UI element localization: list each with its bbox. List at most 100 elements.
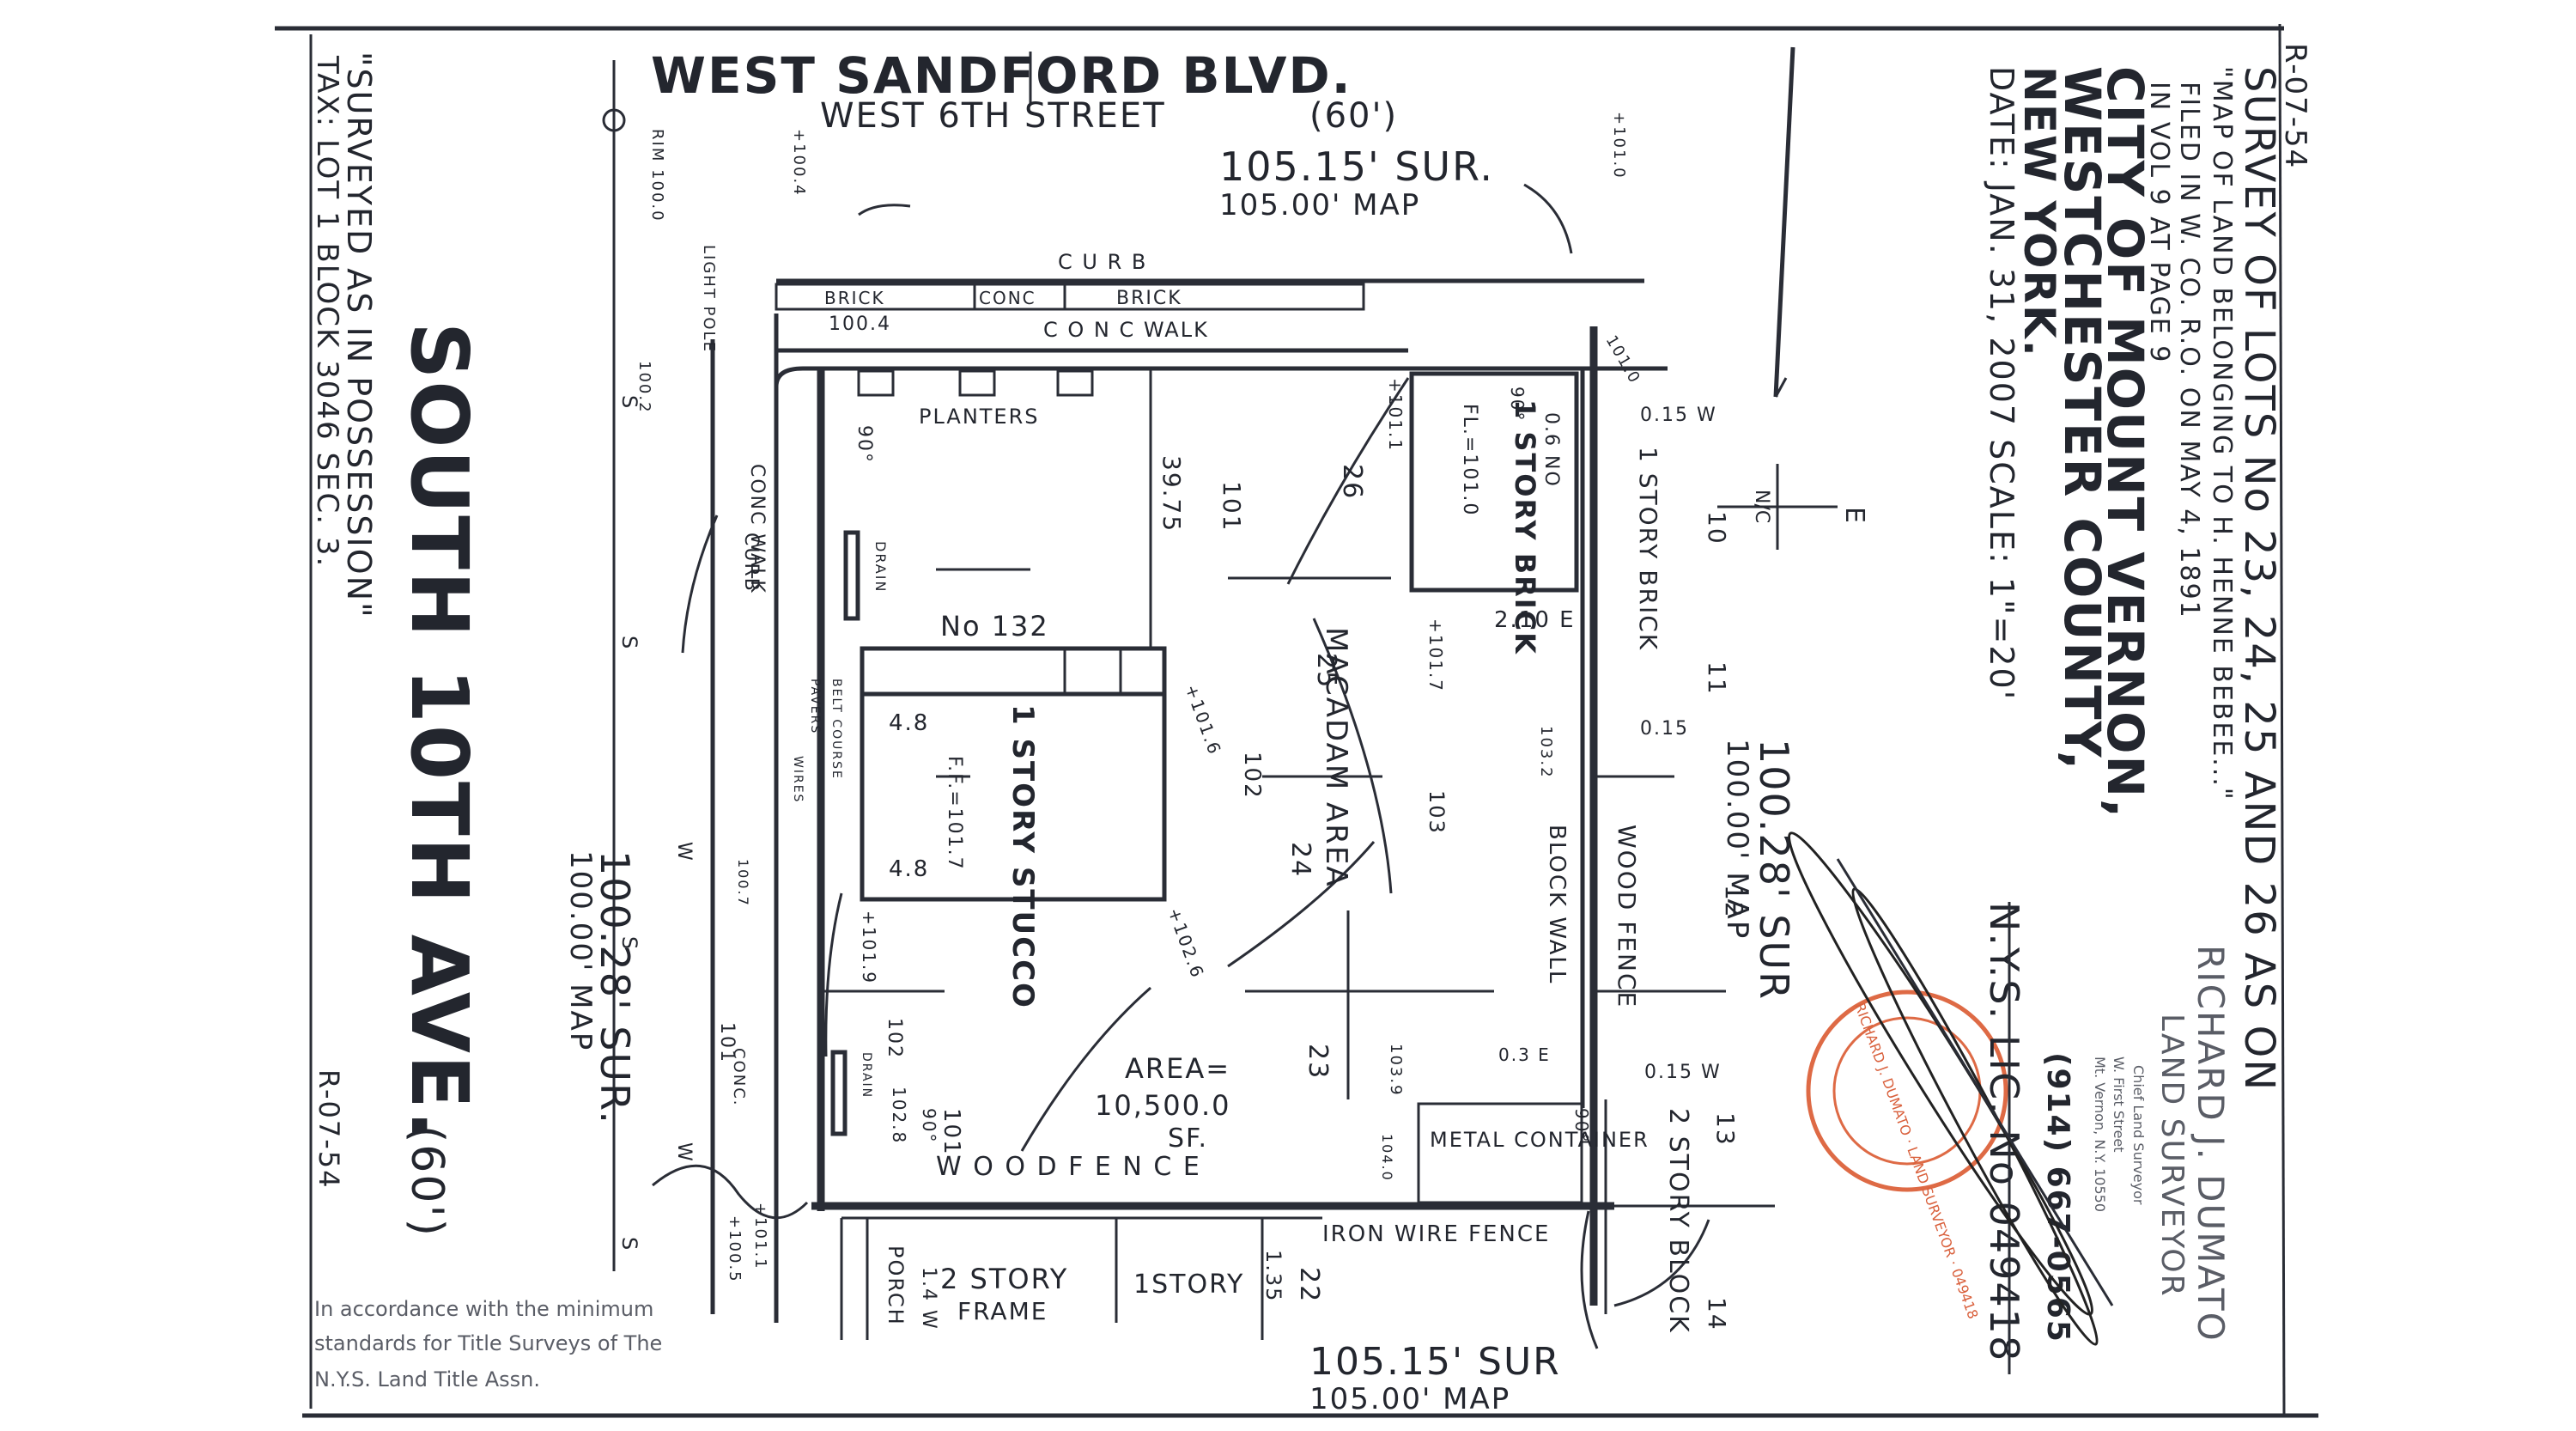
contour-label: 25	[1311, 653, 1341, 689]
dim-bottom-map: 105.00' MAP	[1309, 1382, 1510, 1416]
sewer-mark: S	[617, 1237, 641, 1251]
contour-label: 26	[1337, 464, 1367, 500]
elevation: 101.0	[1602, 332, 1644, 387]
contour-label: 23	[1303, 1044, 1333, 1080]
north-street-width: (60')	[1309, 96, 1398, 136]
elevation: 103.2	[1537, 726, 1555, 779]
certification-line-3: N.Y.S. Land Title Assn.	[314, 1367, 540, 1391]
elevation: 100.7	[735, 859, 751, 907]
elevation: +102.6	[1163, 905, 1208, 982]
label-iron-wire-fence: IRON WIRE FENCE	[1322, 1221, 1550, 1247]
seal-text: RICHARD J. DUMATO · LAND SURVEYOR · 0494…	[1851, 1001, 1981, 1321]
dim-top-survey: 105.15' SUR.	[1219, 143, 1494, 190]
title-line-3: FILED IN W. CO. R.O. ON MAY 4, 1891	[2174, 82, 2204, 619]
label-area-value: 10,500.0	[1095, 1089, 1231, 1122]
interior-dimensions: 39.75 4.8 4.8 2.10 E 0.15 W 0.15 0.15 W …	[889, 405, 1720, 1331]
label-house-number: No 132	[940, 610, 1049, 642]
label-stucco-floor: F.F.=101.7	[944, 756, 965, 871]
dim-right-map: 100.00' MAP	[1720, 739, 1754, 940]
drain-grate-2	[830, 1050, 848, 1136]
contour-label: 101	[716, 1022, 738, 1063]
label-brick-building: 1 STORY BRICK	[1509, 399, 1541, 655]
label-macadam: MACADAM AREA	[1319, 627, 1353, 888]
elevation: +101.1	[751, 1203, 769, 1270]
contour-label: 103	[1425, 790, 1449, 835]
contour-labels: 26 25 24 23 22 101 101 102 102 103 101 1…	[716, 464, 1748, 1331]
dim-4-8-bottom: 4.8	[889, 856, 929, 882]
label-conc-walk: C O N C WALK	[1043, 318, 1209, 342]
elevation: 100.4	[829, 314, 891, 335]
surveyor-name: RICHARD J. DUMATO	[2190, 945, 2232, 1343]
label-curb-left: CURB	[740, 533, 762, 593]
title-line-6: WESTCHESTER COUNTY,	[2053, 66, 2111, 771]
surveyor-title: LAND SURVEYOR	[2154, 1014, 2190, 1298]
contour-label: 101	[1218, 481, 1246, 532]
elevation: +100.5	[726, 1215, 744, 1283]
label-angle-1: 90°	[854, 425, 875, 464]
west-street-lines	[602, 52, 1032, 1323]
label-wires: WIRES	[791, 756, 805, 803]
contour-label: 13	[1711, 1112, 1740, 1147]
dim-top-map: 105.00' MAP	[1219, 188, 1420, 222]
dim-39-75: 39.75	[1157, 455, 1186, 533]
dim-right-survey: 100.28' SUR	[1751, 739, 1797, 1001]
ref-number-top: R-07-54	[2278, 43, 2312, 169]
north-street-lines	[774, 278, 1668, 387]
label-angle-2: 90°	[1507, 387, 1528, 422]
elevation: 100.2	[635, 361, 653, 414]
elevation: +101.0	[1610, 112, 1628, 180]
elevation: +100.4	[790, 129, 808, 197]
water-mark: W	[673, 842, 695, 862]
site-labels: C U R B BRICK CONC BRICK C O N C WALK PL…	[648, 129, 1693, 1334]
dim-left-map: 100.00' MAP	[563, 850, 598, 1051]
label-wood-fence-right: WOOD FENCE	[1613, 825, 1641, 1008]
contour-label: 102	[1239, 752, 1265, 800]
label-two-story-block: 2 STORY BLOCK	[1663, 1108, 1693, 1334]
dim-2-10: 2.10 E	[1494, 607, 1576, 633]
contour-label: 101	[939, 1108, 964, 1156]
label-wood-fence-bottom: W O O D F E N C E	[936, 1152, 1201, 1182]
stucco-building	[860, 646, 1167, 902]
label-rim: RIM 100.0	[648, 129, 666, 222]
dim-0-15-mid: 0.15	[1640, 718, 1689, 740]
west-street-name: SOUTH 10TH AVE.	[393, 322, 485, 1142]
north-arrow-e: E	[1839, 507, 1869, 523]
buildings	[830, 369, 1607, 1340]
contour-label: 12	[1720, 885, 1748, 919]
contour-lines	[652, 183, 1710, 1349]
surveyor-address-3: Mt. Vernon, N.Y. 10550	[2092, 1057, 2108, 1212]
drain-grate-1	[843, 530, 860, 621]
label-light-pole: LIGHT POLE	[700, 245, 718, 353]
spot-elevations: 100.4 101.0 +101.1 +101.6 +101.7 +102.6 …	[635, 112, 1644, 1283]
elevation: 103.9	[1387, 1044, 1405, 1097]
label-curb: C U R B	[1058, 250, 1147, 274]
elevation: +101.7	[1425, 618, 1446, 692]
contour-label: 11	[1703, 661, 1731, 696]
title-line-1: SURVEY OF LOTS No 23, 24, 25 AND 26 AS O…	[2235, 66, 2283, 1092]
certification-line-1: In accordance with the minimum	[314, 1297, 653, 1321]
contour-label: 24	[1285, 842, 1315, 878]
contour-label: 10	[1703, 511, 1731, 545]
label-drain-2: DRAIN	[860, 1052, 873, 1099]
brick-building	[1409, 371, 1579, 593]
label-angle-3: 90°	[919, 1108, 939, 1143]
contour-label: 22	[1294, 1267, 1324, 1303]
north-street-alt-name: WEST 6TH STREET	[820, 96, 1166, 136]
label-planters: PLANTERS	[919, 405, 1040, 429]
label-conc-walk-left: CONC WALK	[746, 464, 768, 594]
contour-label: 14	[1703, 1297, 1731, 1331]
label-block-wall: BLOCK WALL	[1544, 825, 1570, 984]
north-arrow-nc: N/C	[1751, 490, 1772, 523]
title-line-2: "MAP OF LAND BELONGING TO H. HENNE BEBEE…	[2207, 66, 2237, 801]
tax-note: TAX: LOT 1 BLOCK 3046 SEC. 3.	[310, 55, 344, 568]
label-frame: FRAME	[957, 1297, 1048, 1325]
certification-line-2: standards for Title Surveys of The	[314, 1331, 662, 1355]
north-street-name: WEST SANDFORD BLVD.	[651, 46, 1352, 105]
label-neighbor-brick: 1 STORY BRICK	[1634, 447, 1662, 651]
planter-2	[958, 369, 996, 397]
sewer-mark: S	[617, 936, 641, 951]
label-belt-course: BELT COURSE	[829, 679, 843, 780]
label-pavers: PAVERS	[808, 679, 822, 734]
elevation: +101.1	[1385, 378, 1406, 452]
